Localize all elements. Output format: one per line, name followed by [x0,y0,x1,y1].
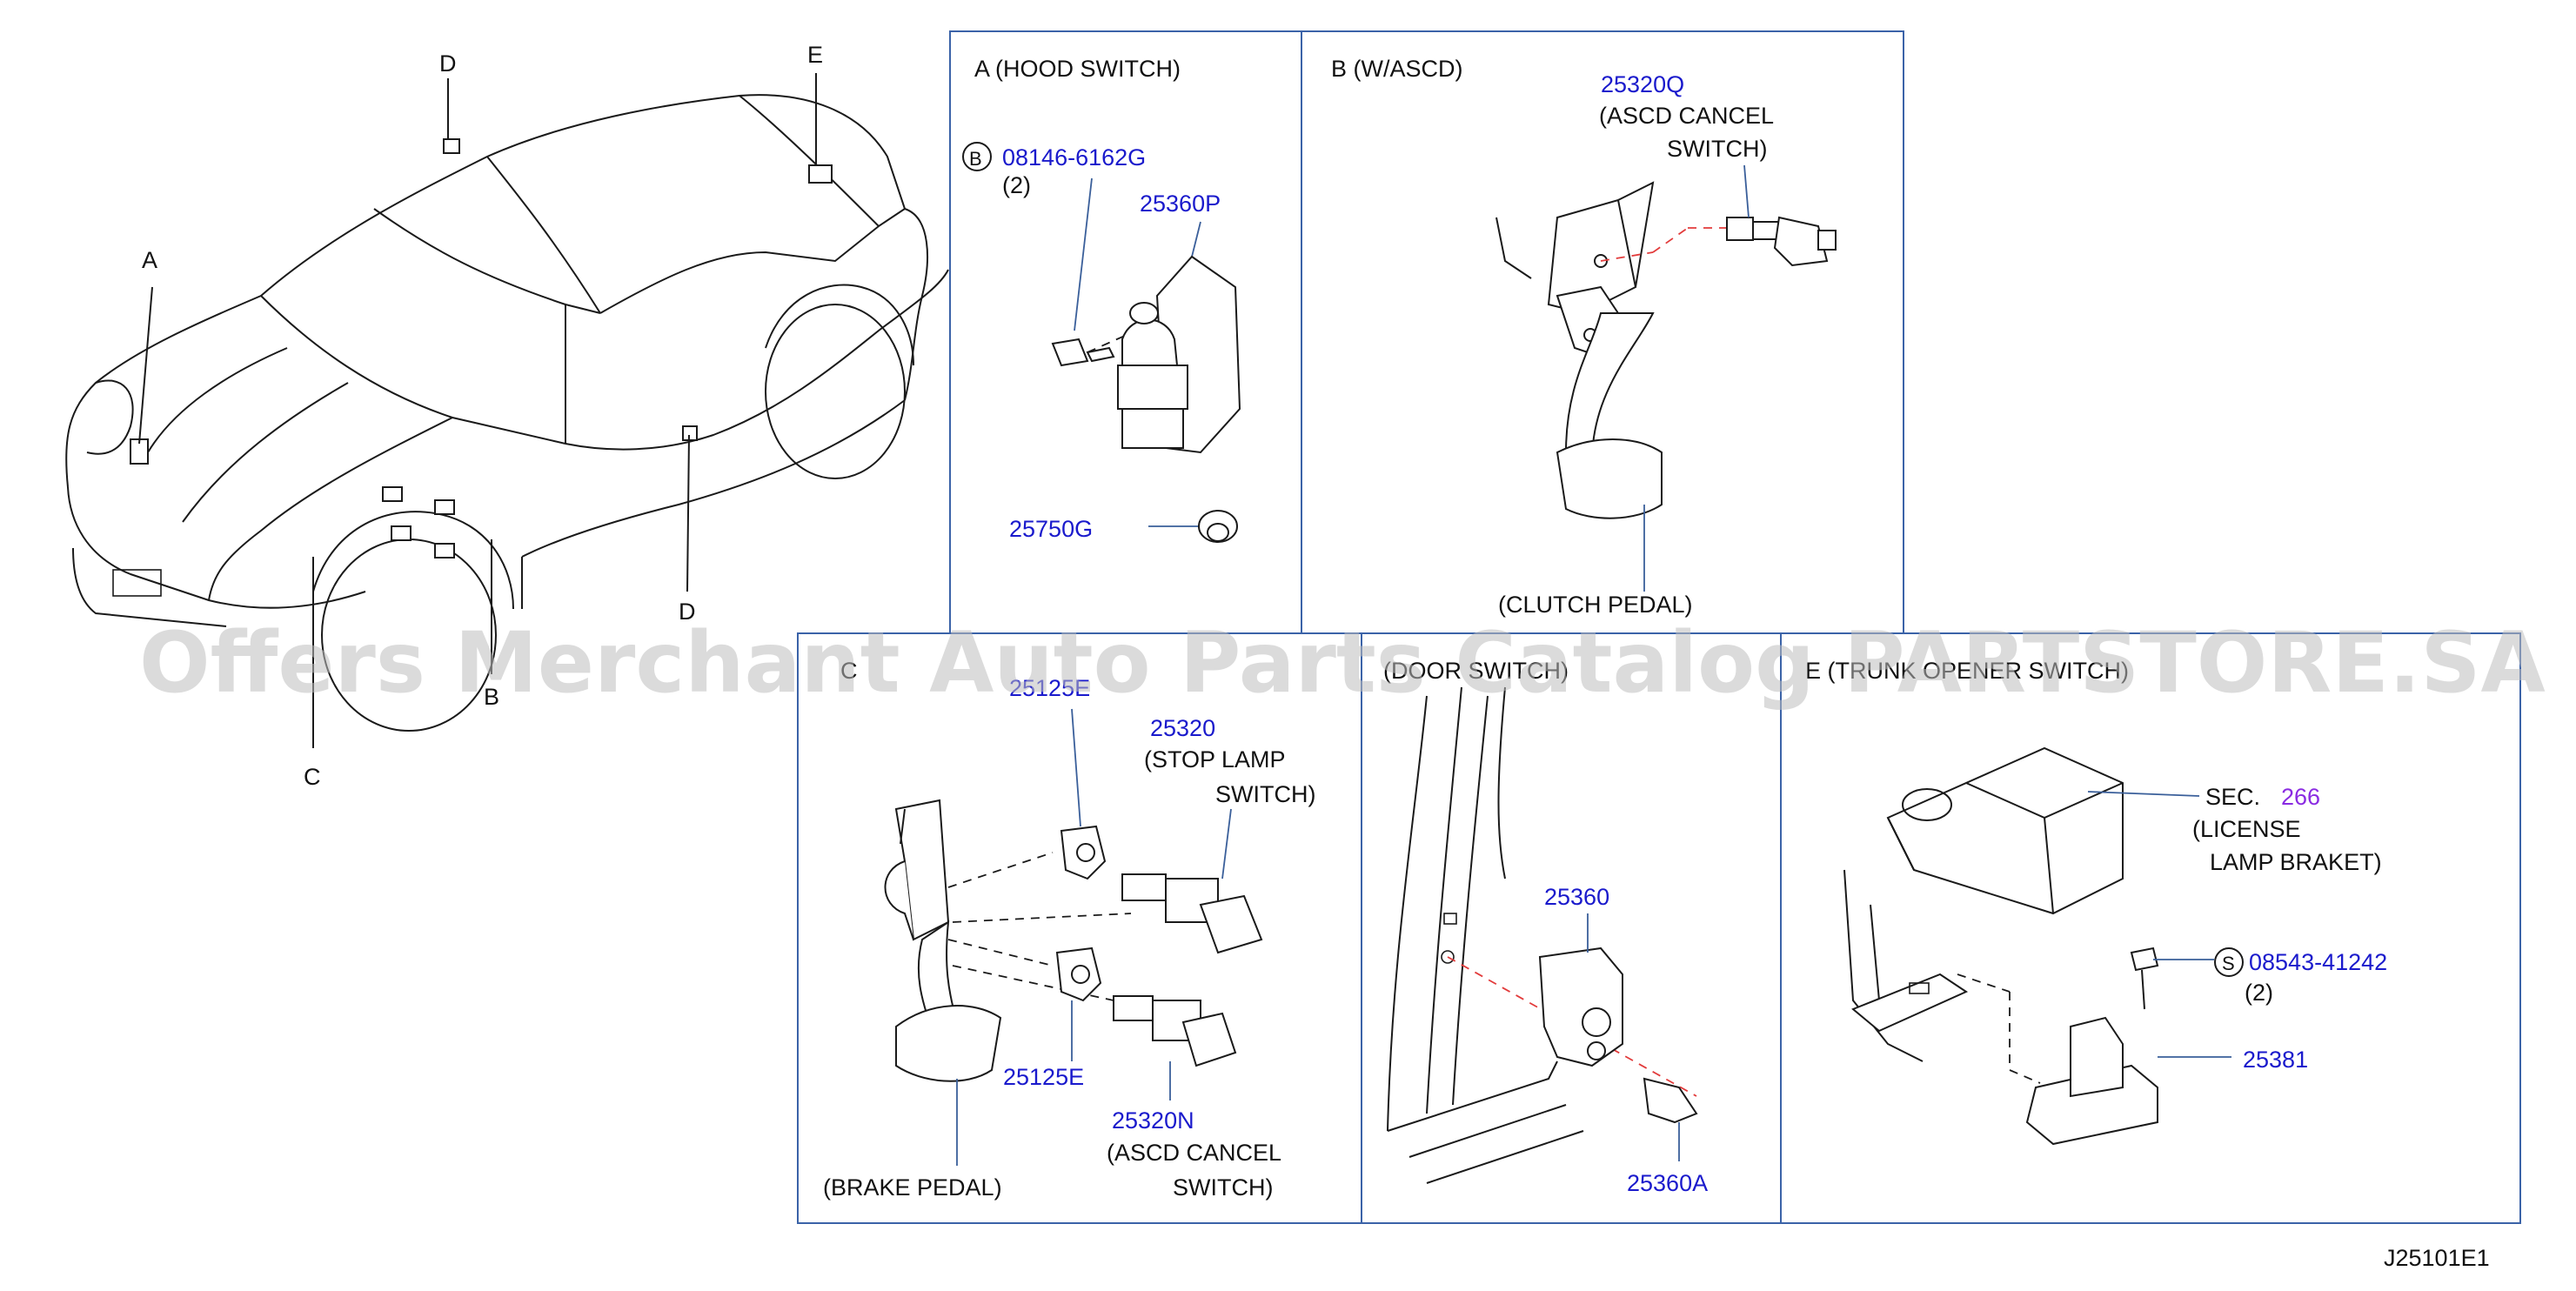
pedal-switch-location-icon [382,486,403,502]
clip-part-number-link[interactable]: 25750G [1009,516,1093,542]
stop-lamp-switch-part-number-link[interactable]: 25320 [1150,715,1215,741]
panel-a-title: A (HOOD SWITCH) [974,56,1181,82]
trunk-opener-illustration [1843,746,2231,1146]
panel-d-title: (DOOR SWITCH) [1383,658,1569,684]
screw-s-marker-icon [2214,947,2244,977]
panel-e-title: E (TRUNK OPENER SWITCH) [1805,658,2129,684]
screw-prefix-label: S [2222,953,2235,974]
callout-label-c: C [304,764,321,790]
bolt-part-number-link[interactable]: 08146-6162G [1002,144,1146,171]
diagram-code: J25101E1 [2384,1245,2490,1271]
brake-pedal-illustration [884,708,1263,1166]
callout-label-d: D [439,50,457,77]
ascd-cancel-switch-part-number-link[interactable]: 25320Q [1601,71,1684,97]
door-switch-location-icon [443,138,460,154]
door-switch-part-number-link[interactable]: 25360 [1544,884,1609,910]
pedal-switch-location-icon [434,499,455,515]
license-lamp-bracket-name: (LICENSE [2192,816,2301,842]
ascd-cancel-switch-part-number-link-c[interactable]: 25320N [1112,1107,1194,1134]
panel-c-frame [797,632,1362,1224]
ascd-cancel-switch-name-c: (ASCD CANCEL [1107,1140,1281,1166]
panel-c-title: C [840,658,858,684]
brake-pedal-label: (BRAKE PEDAL) [823,1174,1002,1201]
watermark-text: Offers Merchant Auto Parts Catalog PARTS… [139,614,2546,712]
callout-label-e: E [807,42,823,68]
pedal-switch-location-icon [434,543,455,559]
bolt-prefix-label: B [969,148,982,170]
stop-lamp-switch-name: (STOP LAMP [1144,746,1286,773]
car-overview-illustration [65,73,949,748]
clutch-pedal-illustration [1495,164,1837,592]
hood-switch-illustration [1051,177,1241,543]
callout-label-a: A [142,247,157,273]
ascd-cancel-switch-name-c-2: SWITCH) [1173,1174,1273,1201]
clutch-pedal-label: (CLUTCH PEDAL) [1498,592,1693,618]
door-pillar-illustration [1387,686,1698,1184]
ascd-cancel-switch-name: (ASCD CANCEL [1599,103,1774,129]
clip-top-part-number-link[interactable]: 25125E [1009,675,1090,701]
trunk-screw-part-number-link[interactable]: 08543-41242 [2249,949,2387,975]
stop-lamp-switch-name-2: SWITCH) [1215,781,1315,807]
bolt-quantity: (2) [1002,172,1031,198]
pedal-switch-location-icon [391,525,411,541]
ascd-cancel-switch-name-2: SWITCH) [1667,136,1767,162]
sec-reference-link[interactable]: 266 [2281,784,2320,810]
callout-label-d: D [679,599,696,625]
door-switch-location-icon [682,425,698,441]
trunk-opener-switch-part-number-link[interactable]: 25381 [2243,1047,2308,1073]
trunk-switch-location-icon [808,164,833,184]
sec-prefix: SEC. [2205,784,2260,810]
callout-label-b: B [484,684,499,710]
hood-switch-part-number-link[interactable]: 25360P [1140,191,1221,217]
trunk-screw-quantity: (2) [2245,980,2273,1006]
license-lamp-bracket-name-2: LAMP BRAKET) [2210,849,2382,875]
bolt-b-marker-icon [962,142,992,171]
clip-bottom-part-number-link[interactable]: 25125E [1003,1064,1084,1090]
door-switch-screw-part-number-link[interactable]: 25360A [1627,1170,1708,1196]
panel-b-title: B (W/ASCD) [1331,56,1463,82]
panel-e-frame [1780,632,2521,1224]
